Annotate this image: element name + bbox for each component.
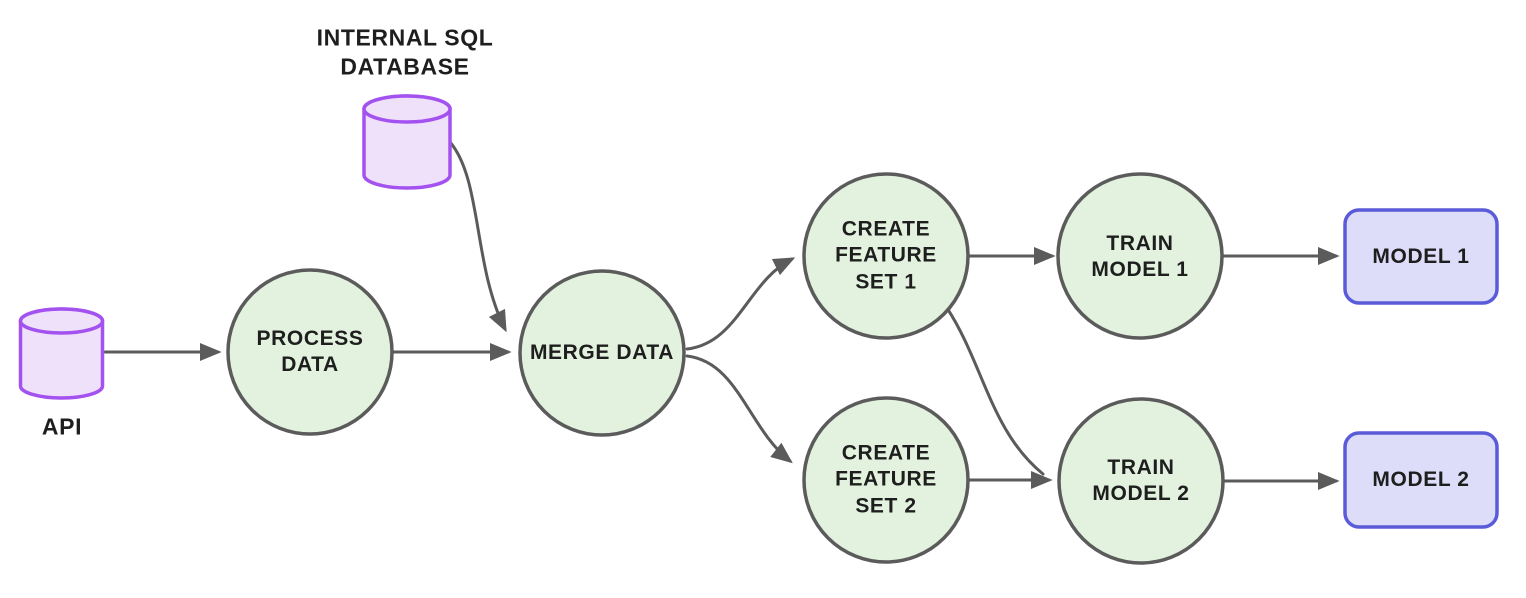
node-create-feature-set-1[interactable] — [802, 172, 970, 340]
edge-merge-data-to-create-feature-set-1[interactable] — [685, 257, 796, 351]
edge-internal-sql-database-to-merge-data[interactable] — [448, 140, 507, 333]
node-process-data[interactable] — [226, 268, 394, 436]
node-api-database-icon[interactable] — [18, 307, 105, 400]
node-create-feature-set-2[interactable] — [802, 396, 970, 564]
edge-layer — [103, 140, 1340, 490]
node-internal-sql-database-icon[interactable] — [362, 94, 452, 190]
node-merge-data[interactable] — [518, 269, 686, 437]
node-model-1[interactable] — [1343, 208, 1499, 305]
node-train-model-1[interactable] — [1056, 172, 1224, 340]
edge-create-feature-set-1-to-train-model-2[interactable] — [945, 306, 1045, 476]
node-train-model-2[interactable] — [1057, 397, 1225, 565]
node-model-2[interactable] — [1343, 431, 1499, 529]
edge-merge-data-to-create-feature-set-2[interactable] — [685, 354, 793, 464]
